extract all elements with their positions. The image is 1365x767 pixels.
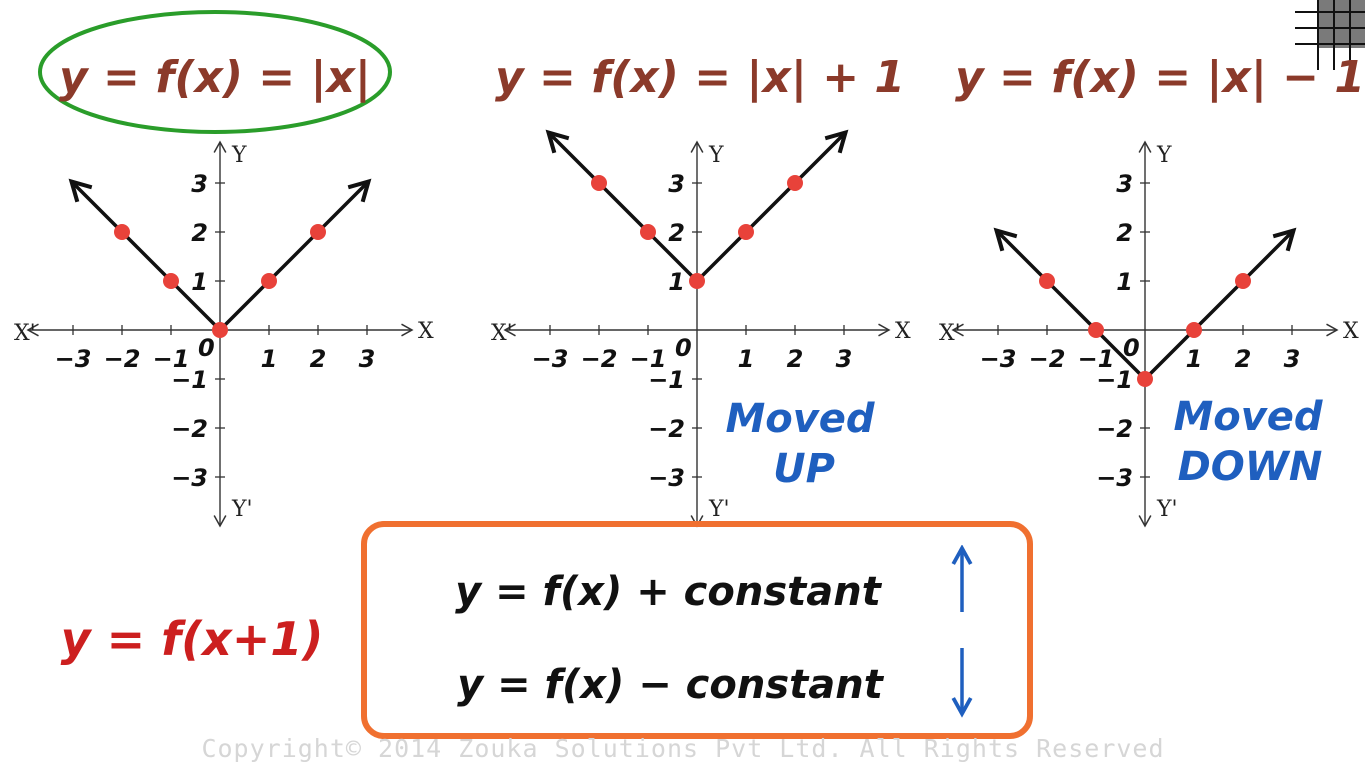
graph-line-right [695, 134, 844, 283]
graph-line-right [1143, 232, 1292, 381]
data-point [1039, 273, 1055, 289]
data-point [689, 273, 705, 289]
data-point [1137, 371, 1153, 387]
graph-line-left [998, 232, 1147, 381]
y-tick-label: −1 [648, 366, 685, 394]
x-tick-label: 3 [359, 345, 376, 373]
y-axis-label: Y [708, 143, 724, 168]
y-tick-label: −3 [171, 464, 208, 492]
side-equation: y = f(x+1) [61, 612, 324, 666]
y-tick-label: 3 [191, 170, 208, 198]
x-tick-label: 1 [738, 345, 755, 373]
y-tick-label: −1 [1096, 366, 1133, 394]
x-tick-label: −3 [532, 345, 569, 373]
data-point [310, 224, 326, 240]
y-tick-label: 2 [1116, 219, 1133, 247]
graph-equations: y = f(x) = |x| y = f(x) = |x| + 1 y = f(… [38, 10, 1365, 134]
moved-down-line1: Moved [1173, 394, 1322, 440]
rules-box [361, 521, 1033, 739]
y-tick-label: 1 [1116, 268, 1133, 296]
y-tick-label: 1 [668, 268, 685, 296]
x-tick-label: 1 [1186, 345, 1203, 373]
y-tick-label: 3 [668, 170, 685, 198]
x-tick-label: 2 [310, 345, 327, 373]
origin-label: 0 [1123, 334, 1140, 362]
x-neg-axis-label: X' [14, 321, 36, 346]
x-neg-axis-label: X' [491, 321, 513, 346]
x-tick-label: 1 [261, 345, 278, 373]
moved-up-line1: Moved [725, 396, 874, 442]
x-axis-label: X [895, 319, 911, 344]
y-neg-axis-label: Y' [1156, 497, 1178, 522]
grid-logo-icon [1295, 0, 1365, 70]
x-tick-label: 2 [787, 345, 804, 373]
graph-line-right [218, 183, 367, 332]
data-point [1088, 322, 1104, 338]
x-tick-label: 3 [1284, 345, 1301, 373]
origin-label: 0 [198, 334, 215, 362]
graph-abs-x-minus-1: X X' Y Y' 0 −3 −2 −1 1 2 3 3 2 1 −1 −2 −3 [939, 140, 1359, 528]
rule-plus: y = f(x) + constant [455, 569, 883, 615]
graph-line-left [73, 183, 222, 332]
x-tick-label: −2 [104, 345, 141, 373]
data-point [1186, 322, 1202, 338]
y-tick-label: 3 [1116, 170, 1133, 198]
data-point [738, 224, 754, 240]
equation-title-1: y = f(x) = |x| [59, 52, 371, 103]
moved-down-line2: DOWN [1178, 444, 1323, 490]
x-tick-label: −1 [1078, 345, 1115, 373]
y-neg-axis-label: Y' [231, 497, 253, 522]
graph-line-left [550, 134, 699, 283]
copyright-watermark: Copyright© 2014 Zouka Solutions Pvt Ltd.… [201, 734, 1164, 763]
y-tick-label: −3 [648, 464, 685, 492]
data-point [261, 273, 277, 289]
highlight-ellipse [38, 10, 392, 134]
x-tick-label: −2 [1029, 345, 1066, 373]
rule-minus: y = f(x) − constant [457, 662, 885, 708]
data-point [787, 175, 803, 191]
x-tick-label: −3 [55, 345, 92, 373]
data-point [114, 224, 130, 240]
y-tick-label: −2 [171, 415, 208, 443]
data-point [591, 175, 607, 191]
data-point [1235, 273, 1251, 289]
y-neg-axis-label: Y' [708, 497, 730, 522]
x-tick-label: −3 [980, 345, 1017, 373]
data-point [163, 273, 179, 289]
data-point [212, 322, 228, 338]
x-tick-label: 3 [836, 345, 853, 373]
x-tick-label: 2 [1235, 345, 1252, 373]
x-axis-label: X [418, 319, 434, 344]
y-tick-label: −2 [1096, 415, 1133, 443]
x-tick-label: −1 [153, 345, 190, 373]
y-axis-label: Y [1156, 143, 1172, 168]
y-tick-label: −3 [1096, 464, 1133, 492]
y-axis-label: Y [231, 143, 247, 168]
equation-title-3: y = f(x) = |x| − 1 [955, 52, 1365, 103]
y-tick-label: −2 [648, 415, 685, 443]
equation-title-2: y = f(x) = |x| + 1 [495, 52, 905, 103]
y-tick-label: 2 [191, 219, 208, 247]
graph-abs-x-plus-1: X X' Y Y' 0 −3 −2 −1 1 2 3 3 2 1 −1 −2 −3 [491, 134, 911, 528]
y-tick-label: −1 [171, 366, 208, 394]
x-axis-label: X [1343, 319, 1359, 344]
x-tick-label: −2 [581, 345, 618, 373]
y-tick-label: 2 [668, 219, 685, 247]
graph-abs-x: X X' Y Y' 0 −3 −2 −1 1 2 3 3 2 1 −1 −2 −3 [14, 140, 434, 528]
x-tick-label: −1 [630, 345, 667, 373]
x-neg-axis-label: X' [939, 321, 961, 346]
y-tick-label: 1 [191, 268, 208, 296]
data-point [640, 224, 656, 240]
origin-label: 0 [675, 334, 692, 362]
moved-up-line2: UP [773, 446, 835, 492]
